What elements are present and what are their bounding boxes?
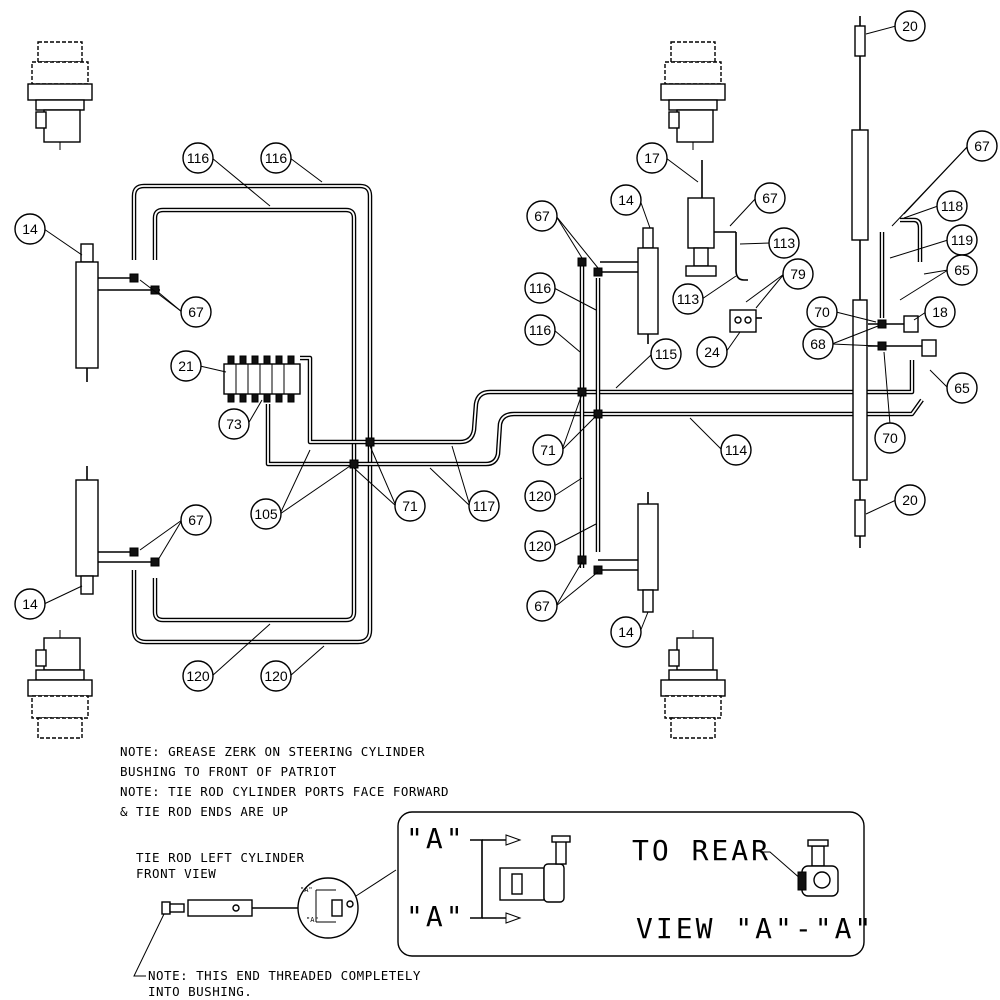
tee-fittings	[129, 257, 887, 575]
tie-rod-bottom-note-1: NOTE: THIS END THREADED COMPLETELY	[148, 968, 421, 983]
priority-valve	[729, 309, 762, 333]
callout-117: 117	[473, 498, 496, 514]
callout-118: 118	[941, 198, 964, 214]
detail-label-a-bottom: "A"	[406, 900, 466, 933]
callout-14: 14	[22, 596, 38, 612]
notes-block: NOTE: GREASE ZERK ON STEERING CYLINDER B…	[120, 744, 449, 819]
callout-67: 67	[974, 138, 990, 154]
note-line-2: BUSHING TO FRONT OF PATRIOT	[120, 764, 337, 779]
callout-113: 113	[677, 291, 700, 307]
callout-114: 114	[725, 442, 748, 458]
callout-68: 68	[810, 336, 826, 352]
callout-67: 67	[762, 190, 778, 206]
detail-view-label: VIEW "A"-"A"	[636, 912, 874, 945]
callout-115: 115	[655, 346, 678, 362]
callout-71: 71	[540, 442, 556, 458]
callout-116: 116	[529, 280, 552, 296]
callout-120: 120	[186, 668, 210, 684]
callout-21: 21	[178, 358, 194, 374]
callout-113: 113	[773, 235, 796, 251]
callout-20: 20	[902, 492, 918, 508]
note-line-1: NOTE: GREASE ZERK ON STEERING CYLINDER	[120, 744, 425, 759]
wheel-hub-rear-left	[27, 630, 93, 739]
steering-cylinder-left-front	[75, 243, 160, 382]
callout-73: 73	[226, 416, 242, 432]
callout-14: 14	[22, 221, 38, 237]
tie-rod-front-view: TIE ROD LEFT CYLINDER FRONT VIEW "A" "A"…	[133, 850, 421, 999]
valve-bank	[223, 355, 301, 403]
callout-79: 79	[790, 266, 806, 282]
callout-119: 119	[951, 232, 974, 248]
detail-view-a-a: "A" "A" TO REAR VIEW "A"-"A"	[397, 811, 874, 957]
wheel-hub-front-right	[660, 41, 726, 150]
callout-120: 120	[528, 538, 552, 554]
note-line-4: & TIE ROD ENDS ARE UP	[120, 804, 289, 819]
callout-116: 116	[187, 150, 210, 166]
tie-rod-small-a-bottom: "A"	[306, 916, 319, 924]
orbit-motor	[685, 160, 748, 281]
part-callouts: 14 67 116 116 21 73 105 71 117	[14, 10, 998, 692]
tie-rod-title: TIE ROD LEFT CYLINDER	[136, 850, 305, 865]
wheel-hub-rear-right	[660, 630, 726, 739]
callout-116: 116	[265, 150, 288, 166]
callout-71: 71	[402, 498, 418, 514]
callout-20: 20	[902, 18, 918, 34]
callout-116: 116	[529, 322, 552, 338]
callout-105: 105	[254, 506, 278, 522]
tie-rod-subtitle: FRONT VIEW	[136, 866, 216, 881]
steering-cylinder-left-rear	[75, 466, 155, 595]
callout-65: 65	[954, 380, 970, 396]
callout-120: 120	[264, 668, 288, 684]
callout-17: 17	[644, 150, 660, 166]
tie-rod-cylinder-right	[851, 16, 869, 548]
callout-24: 24	[704, 344, 720, 360]
note-line-3: NOTE: TIE ROD CYLINDER PORTS FACE FORWAR…	[120, 784, 449, 799]
callout-65: 65	[954, 262, 970, 278]
callout-18: 18	[932, 304, 948, 320]
tie-rod-small-a-top: "A"	[300, 886, 313, 894]
steering-cylinder-right-rear	[598, 492, 659, 613]
callout-70: 70	[882, 430, 898, 446]
callout-67: 67	[188, 512, 204, 528]
steering-cylinder-right-front	[600, 227, 659, 344]
detail-to-rear: TO REAR	[632, 834, 771, 867]
tie-rod-bottom-note-2: INTO BUSHING.	[148, 984, 252, 999]
callout-67: 67	[534, 208, 550, 224]
wheel-hub-front-left	[27, 41, 93, 150]
callout-14: 14	[618, 192, 634, 208]
callout-70: 70	[814, 304, 830, 320]
callout-120: 120	[528, 488, 552, 504]
callout-14: 14	[618, 624, 634, 640]
callout-67: 67	[188, 304, 204, 320]
callout-67: 67	[534, 598, 550, 614]
hose-lines	[131, 183, 924, 645]
detail-label-a-top: "A"	[406, 822, 466, 855]
